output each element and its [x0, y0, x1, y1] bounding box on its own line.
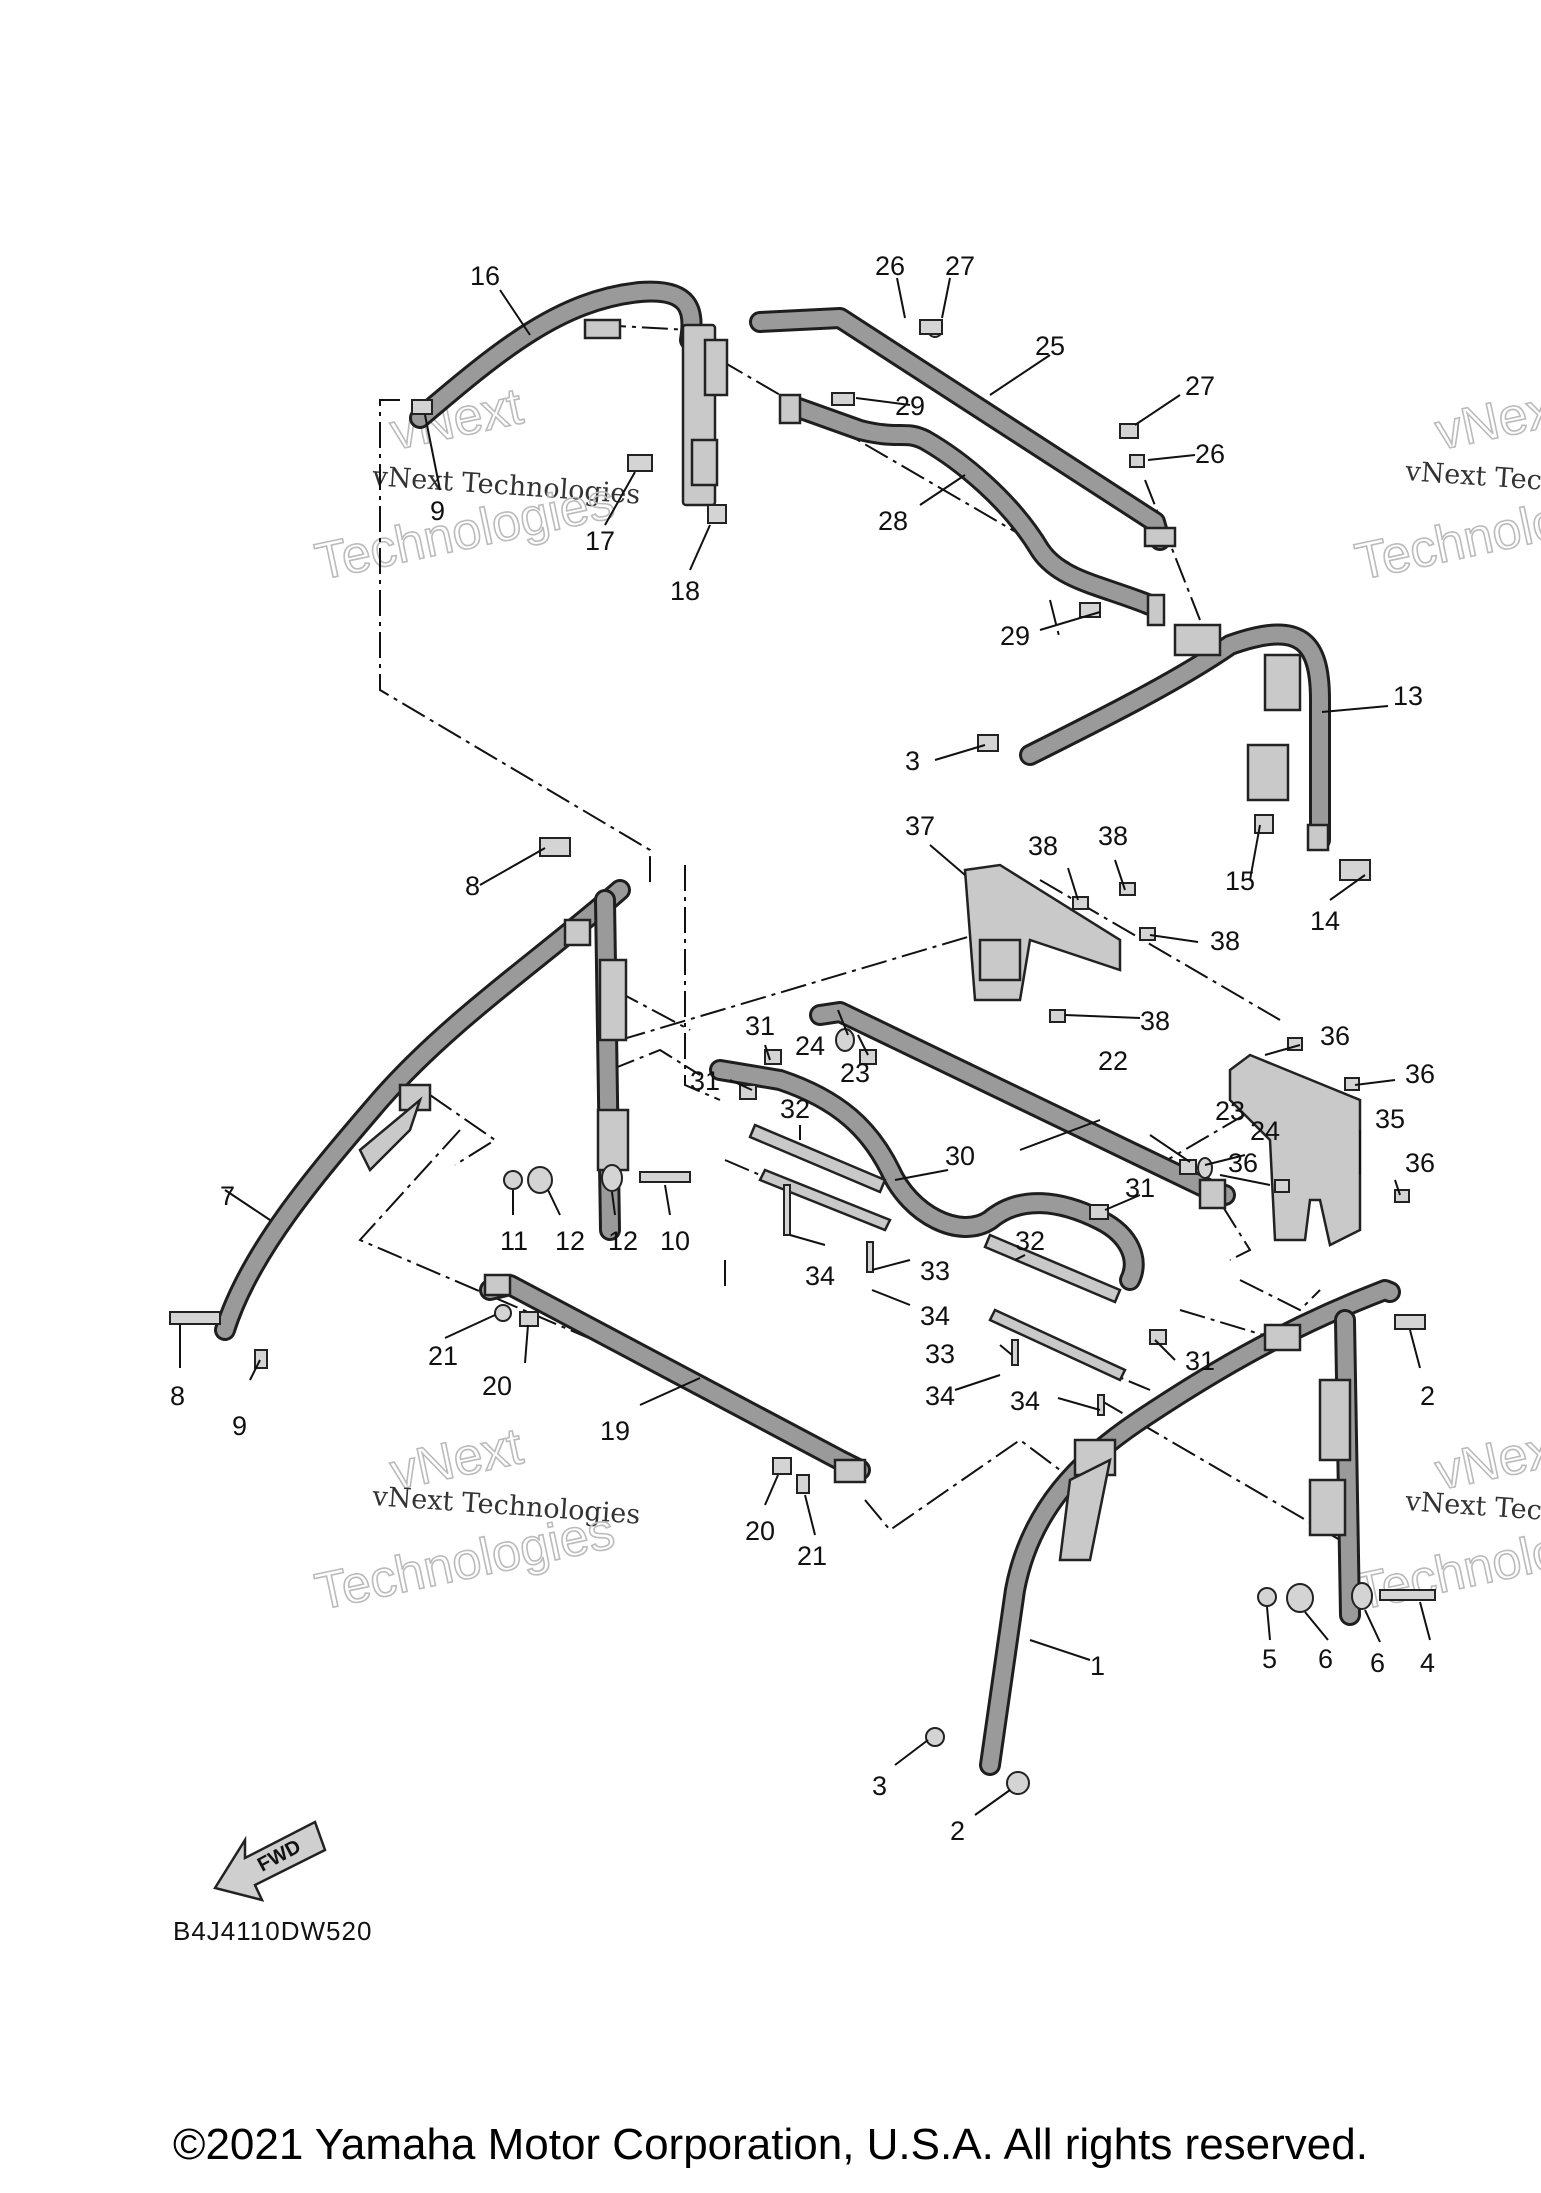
leader-lines	[179, 277, 1431, 1816]
callout-29: 29	[1000, 621, 1030, 651]
fwd-arrow: FWD	[213, 1820, 327, 1902]
callout-36: 36	[1405, 1148, 1435, 1178]
callout-10: 10	[660, 1226, 690, 1256]
callout-38: 38	[1140, 1006, 1170, 1036]
callout-27: 27	[945, 251, 975, 281]
callout-21: 21	[797, 1541, 827, 1571]
callout-27: 27	[1185, 371, 1215, 401]
callout-31: 31	[690, 1066, 720, 1096]
part-35-bracket	[1228, 1053, 1362, 1247]
callout-38: 38	[1028, 831, 1058, 861]
part-37-bracket	[963, 863, 1122, 1002]
callout-8: 8	[170, 1381, 185, 1411]
callout-15: 15	[1225, 866, 1255, 896]
callout-32: 32	[780, 1094, 810, 1124]
part-13-rear-hoop	[1019, 623, 1331, 852]
watermark-right-top: vNext vNext Technologies Technologies	[1350, 376, 1541, 592]
callout-21: 21	[428, 1341, 458, 1371]
callout-34: 34	[1010, 1386, 1040, 1416]
part-28-tube	[778, 393, 1166, 627]
callout-36: 36	[1228, 1148, 1258, 1178]
svg-text:Technologies: Technologies	[310, 1502, 619, 1622]
callout-3: 3	[872, 1771, 887, 1801]
callout-31: 31	[1185, 1346, 1215, 1376]
watermark-left-bottom: vNext vNext Technologies Technologies	[310, 1416, 642, 1622]
callout-34: 34	[925, 1381, 955, 1411]
callout-2: 2	[1420, 1381, 1435, 1411]
callout-12: 12	[608, 1226, 638, 1256]
fasteners	[169, 319, 1436, 1795]
callout-9: 9	[430, 496, 445, 526]
callout-22: 22	[1098, 1046, 1128, 1076]
callout-35: 35	[1375, 1104, 1405, 1134]
callout-19: 19	[600, 1416, 630, 1446]
drawing-code: B4J4110DW520	[173, 1916, 372, 1946]
callout-14: 14	[1310, 906, 1340, 936]
callout-29: 29	[895, 391, 925, 421]
callout-31: 31	[745, 1011, 775, 1041]
callout-31: 31	[1125, 1173, 1155, 1203]
callout-17: 17	[585, 526, 615, 556]
callout-20: 20	[482, 1371, 512, 1401]
callout-28: 28	[878, 506, 908, 536]
callout-37: 37	[905, 811, 935, 841]
callout-3: 3	[905, 746, 920, 776]
part-25-tube	[749, 307, 1177, 551]
callout-24: 24	[1250, 1116, 1280, 1146]
part-32-33-slats	[748, 1123, 1127, 1382]
callout-6: 6	[1318, 1644, 1333, 1674]
callout-36: 36	[1405, 1059, 1435, 1089]
part-16-upper-tube	[409, 280, 729, 507]
part-22-cross-tube	[809, 1001, 1236, 1210]
callout-12: 12	[555, 1226, 585, 1256]
callout-1: 1	[1090, 1651, 1105, 1681]
callout-38: 38	[1098, 821, 1128, 851]
callout-7: 7	[220, 1181, 235, 1211]
callout-23: 23	[840, 1058, 870, 1088]
callout-26: 26	[875, 251, 905, 281]
assembly-lines	[358, 324, 1341, 1541]
part-30-bent-tube	[709, 1059, 1145, 1291]
callout-25: 25	[1035, 331, 1065, 361]
callout-36: 36	[1320, 1021, 1350, 1051]
callout-4: 4	[1420, 1648, 1435, 1678]
callout-26: 26	[1195, 439, 1225, 469]
part-7-front-pillar	[214, 879, 631, 1341]
callout-20: 20	[745, 1516, 775, 1546]
callout-33: 33	[920, 1256, 950, 1286]
callout-5: 5	[1262, 1644, 1277, 1674]
callout-18: 18	[670, 576, 700, 606]
callout-34: 34	[920, 1301, 950, 1331]
callout-2: 2	[950, 1816, 965, 1846]
callout-23: 23	[1215, 1096, 1245, 1126]
callout-33: 33	[925, 1339, 955, 1369]
callout-13: 13	[1393, 681, 1423, 711]
callout-11: 11	[500, 1226, 528, 1256]
callout-24: 24	[795, 1031, 825, 1061]
callouts: 16 26 27 25 29 27 26 9 17 28 18 29 13 3 …	[170, 251, 1435, 1846]
callout-38: 38	[1210, 926, 1240, 956]
callout-9: 9	[232, 1411, 247, 1441]
callout-6: 6	[1370, 1648, 1385, 1678]
callout-8: 8	[465, 871, 480, 901]
part-19-lower-tube	[479, 1273, 871, 1484]
callout-32: 32	[1015, 1226, 1045, 1256]
svg-text:vNext: vNext	[1430, 377, 1541, 461]
callout-16: 16	[470, 261, 500, 291]
part-1-front-hoop	[979, 1279, 1401, 1776]
callout-30: 30	[945, 1141, 975, 1171]
callout-34: 34	[805, 1261, 835, 1291]
copyright-notice: ©2021 Yamaha Motor Corporation, U.S.A. A…	[173, 2120, 1368, 2169]
watermark-left-top: vNext vNext Technologies Technologies	[310, 376, 642, 592]
